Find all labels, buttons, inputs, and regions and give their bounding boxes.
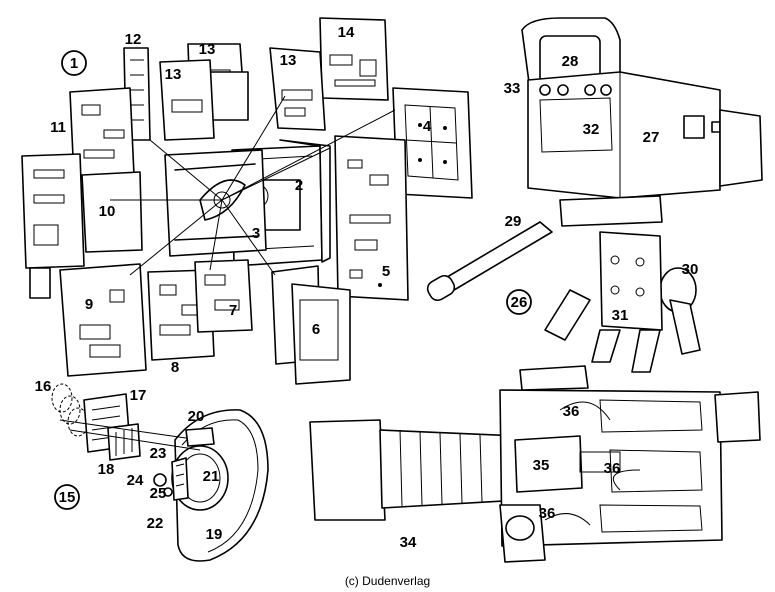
label-18: 18: [98, 461, 115, 478]
label-6: 6: [312, 321, 320, 338]
label-36-bottom: 36: [539, 505, 556, 522]
label-27: 27: [643, 129, 660, 146]
label-16: 16: [35, 378, 52, 395]
label-36-top: 36: [563, 403, 580, 420]
label-20: 20: [188, 408, 205, 425]
studio-camera-illustration: [426, 17, 763, 373]
label-21: 21: [203, 468, 220, 485]
label-7: 7: [229, 302, 237, 319]
label-19: 19: [206, 526, 223, 543]
lens-hood-part-6: [271, 265, 351, 385]
label-5: 5: [382, 263, 390, 280]
circuit-board-10: [21, 153, 143, 269]
label-15: 15: [59, 489, 76, 506]
copyright-credit: (c) Dudenverlag: [344, 574, 431, 588]
circuit-board-5: [334, 135, 409, 301]
label-13-left: 13: [165, 66, 182, 83]
label-1: 1: [70, 55, 78, 72]
label-34: 34: [400, 534, 417, 551]
label-2: 2: [295, 177, 303, 194]
label-26: 26: [511, 294, 528, 311]
callout-labels: 1 2 3 4 5 6 7 8 9 10 11 12 13 13 13 14 1…: [35, 24, 699, 551]
label-17: 17: [130, 387, 147, 404]
label-13-center: 13: [199, 41, 216, 58]
label-12: 12: [125, 31, 142, 48]
label-25: 25: [150, 485, 167, 502]
label-4: 4: [423, 118, 432, 135]
cutaway-camera-illustration: [309, 365, 761, 563]
circuit-board-7: [194, 259, 253, 333]
label-13-right: 13: [280, 52, 297, 69]
label-3: 3: [252, 225, 260, 242]
label-31: 31: [612, 307, 629, 324]
label-33: 33: [504, 80, 521, 97]
circuit-board-13-left: [159, 59, 215, 141]
exploded-camera-illustration: [21, 17, 473, 385]
circuit-board-14: [319, 17, 389, 101]
circuit-board-9: [29, 263, 147, 377]
label-36-middle: 36: [604, 460, 621, 477]
label-9: 9: [85, 296, 93, 313]
label-32: 32: [583, 121, 600, 138]
label-28: 28: [562, 53, 579, 70]
label-23: 23: [150, 445, 167, 462]
label-29: 29: [505, 213, 522, 230]
circuit-board-13-right: [269, 47, 326, 131]
label-11: 11: [50, 119, 66, 136]
label-22: 22: [147, 515, 164, 532]
label-24: 24: [127, 472, 144, 489]
viewfinder-illustration: [51, 383, 269, 562]
camera-frame: [164, 149, 267, 257]
label-10: 10: [99, 203, 116, 220]
label-8: 8: [171, 359, 179, 376]
label-30: 30: [682, 261, 699, 278]
label-14: 14: [338, 24, 355, 41]
label-35: 35: [533, 457, 550, 474]
